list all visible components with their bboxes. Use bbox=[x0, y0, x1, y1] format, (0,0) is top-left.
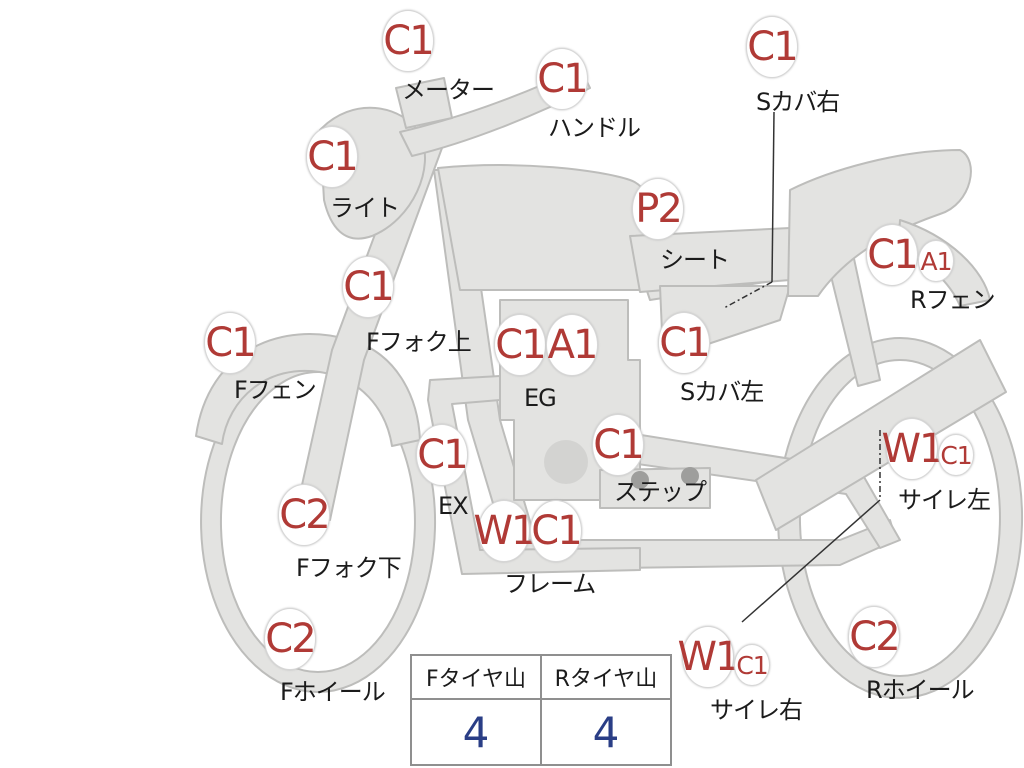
grade-badge-front-fork-upper: C1 bbox=[342, 256, 395, 318]
rear-wheel-shape bbox=[777, 337, 1023, 699]
grade-badge-muffler-left: W1 bbox=[882, 418, 945, 480]
grade-badge-rear-fender-secondary: A1 bbox=[918, 240, 954, 282]
grade-badge-frame: W1 bbox=[474, 500, 537, 562]
part-label-handle: ハンドル bbox=[548, 114, 641, 142]
leader-line-muffler-right bbox=[741, 499, 881, 623]
grade-badge-light: C1 bbox=[306, 126, 359, 188]
grade-badge-seat: P2 bbox=[632, 178, 684, 240]
part-label-front-fork-upper: Fフォク上 bbox=[366, 328, 472, 356]
grade-badge-front-fender: C1 bbox=[204, 312, 257, 374]
grade-badge-rear-fender: C1 bbox=[866, 224, 919, 286]
engine-case-shape bbox=[544, 440, 588, 484]
part-label-step: ステップ bbox=[614, 478, 707, 506]
part-label-front-fender: Fフェン bbox=[234, 376, 317, 404]
step-knob-shape bbox=[631, 471, 649, 489]
part-label-front-fork-lower: Fフォク下 bbox=[296, 554, 402, 582]
grade-badge-handle: C1 bbox=[536, 48, 589, 110]
part-label-seat: シート bbox=[660, 246, 730, 274]
part-label-side-cover-left: Sカバ左 bbox=[680, 378, 764, 406]
part-label-muffler-left: サイレ左 bbox=[898, 486, 991, 514]
grade-badge-muffler-left-secondary: C1 bbox=[938, 434, 974, 476]
grade-badge-meter: C1 bbox=[382, 10, 435, 72]
grade-badge-muffler-right-secondary: C1 bbox=[734, 644, 770, 686]
part-label-front-wheel: Fホイール bbox=[280, 678, 386, 706]
tire-header-rear: Rタイヤ山 bbox=[542, 656, 670, 700]
part-label-rear-fender: Rフェン bbox=[910, 286, 996, 314]
grade-badge-front-fork-lower: C2 bbox=[278, 484, 331, 546]
meter-shape bbox=[395, 77, 453, 129]
part-label-rear-wheel: Rホイール bbox=[866, 676, 975, 704]
grade-badge-muffler-right: W1 bbox=[678, 626, 741, 688]
tire-tread-table: Fタイヤ山 Rタイヤ山 4 4 bbox=[410, 654, 672, 766]
tire-header-front: Fタイヤ山 bbox=[412, 656, 542, 700]
grade-badge-side-cover-right: C1 bbox=[746, 16, 799, 78]
grade-badge-frame-secondary: C1 bbox=[530, 500, 583, 562]
tire-value-rear: 4 bbox=[592, 707, 620, 757]
grade-badge-rear-wheel: C2 bbox=[848, 606, 901, 668]
grade-badge-engine-secondary: A1 bbox=[546, 314, 598, 376]
tire-value-front: 4 bbox=[412, 700, 542, 764]
part-label-meter: メーター bbox=[402, 76, 495, 104]
rear-cowl-shape bbox=[787, 149, 972, 297]
grade-badge-side-cover-left: C1 bbox=[658, 312, 711, 374]
muffler-shape bbox=[755, 339, 1007, 531]
part-label-muffler-right: サイレ右 bbox=[710, 696, 803, 724]
leader-line-side-cover-right bbox=[723, 281, 773, 309]
part-label-light: ライト bbox=[330, 194, 400, 222]
grade-badge-engine: C1 bbox=[494, 314, 547, 376]
grade-badge-step: C1 bbox=[592, 414, 645, 476]
part-label-exhaust: EX bbox=[438, 492, 469, 520]
grade-badge-front-wheel: C2 bbox=[264, 608, 317, 670]
leader-line-side-cover-right bbox=[771, 111, 775, 283]
part-label-frame: フレーム bbox=[504, 570, 596, 598]
part-label-side-cover-right: Sカバ右 bbox=[756, 88, 840, 116]
fuel-tank-shape bbox=[437, 164, 659, 291]
grade-badge-exhaust: C1 bbox=[416, 424, 469, 486]
step-knob-shape bbox=[681, 467, 699, 485]
part-label-engine: EG bbox=[524, 384, 557, 412]
